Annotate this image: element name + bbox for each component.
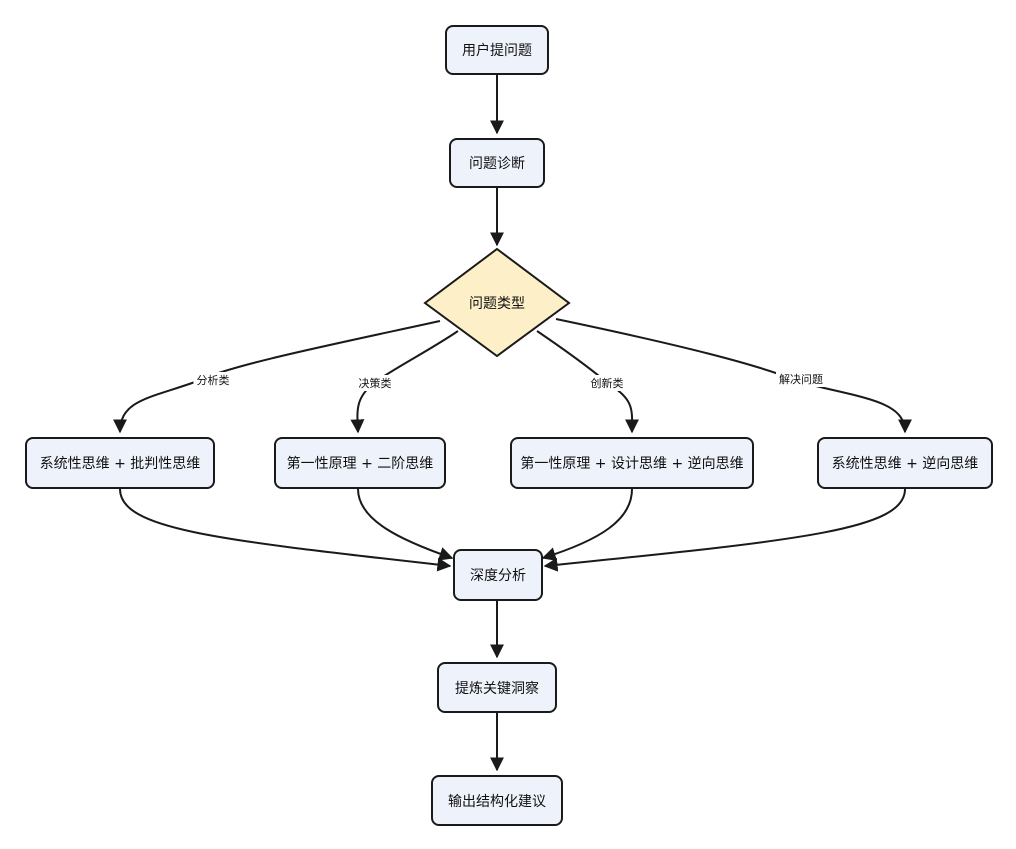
node-branch-analysis: 系统性思维 + 批判性思维 [25,437,215,489]
node-branch-innovation: 第一性原理 + 设计思维 + 逆向思维 [510,437,754,489]
node-refine-insights: 提炼关键洞察 [437,662,557,713]
edge-solve-deep [543,488,906,572]
node-problem-type-label: 问题类型 [469,296,525,312]
edge-label-analysis: 分析类 [193,372,233,388]
node-problem-diagnosis: 问题诊断 [449,138,545,188]
edge-analysis-deep [119,488,452,572]
edge-label-decision: 决策类 [355,375,395,391]
node-output-advice: 输出结构化建议 [431,775,563,826]
node-branch-decision: 第一性原理 + 二阶思维 [274,437,446,489]
edge-decision-deep [357,488,454,561]
edge-label-innovation: 创新类 [587,375,627,391]
decision-diamond [423,247,571,358]
node-branch-solve: 系统性思维 + 逆向思维 [817,437,993,489]
node-user-question: 用户提问题 [445,25,549,75]
node-deep-analysis: 深度分析 [453,549,543,601]
edge-label-solve: 解决问题 [776,371,826,387]
edge-innovation-deep [541,488,633,561]
